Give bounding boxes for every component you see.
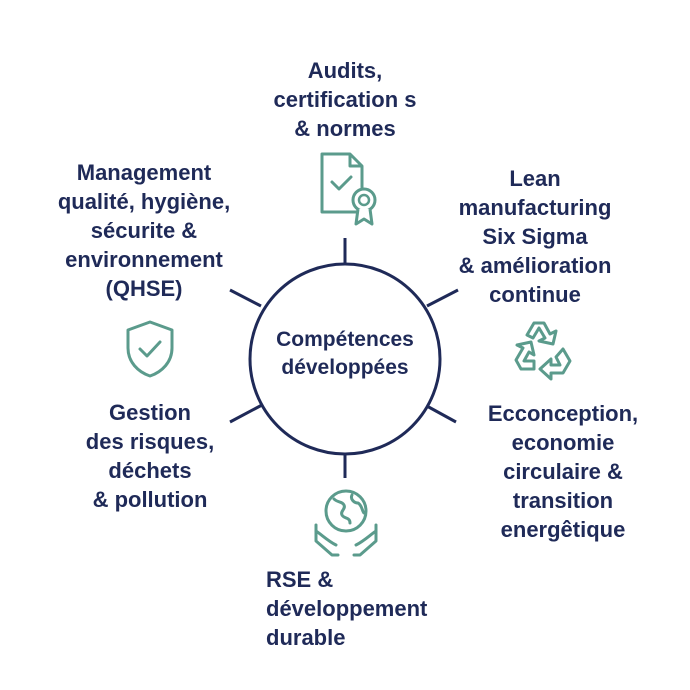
node-audits-line: certification s xyxy=(273,87,417,112)
spoke-top-left xyxy=(229,288,262,308)
node-eco-line: transition xyxy=(512,488,614,513)
node-rse-line: développement xyxy=(266,596,428,621)
node-eco-line: energêtique xyxy=(500,517,626,542)
center-line-2: développées xyxy=(281,356,409,379)
recycle-icon xyxy=(514,321,572,381)
node-lean: Lean manufacturing Six Sigma & améliorat… xyxy=(420,164,650,309)
center-circle xyxy=(248,262,442,456)
node-qhse-line: sécurite & xyxy=(90,218,198,243)
node-lean-line: continue xyxy=(489,282,581,307)
node-risques: Gestion des risques, déchets & pollution xyxy=(60,398,240,514)
node-audits-line: & normes xyxy=(294,116,396,141)
certificate-icon xyxy=(320,152,377,226)
spoke-bottom-right xyxy=(424,403,457,424)
center-title: Compétences développées xyxy=(245,326,445,382)
node-lean-line: & amélioration xyxy=(458,253,612,278)
globe-hands-icon xyxy=(314,489,378,557)
node-qhse-line: environnement xyxy=(65,247,223,272)
node-rse-line: durable xyxy=(266,625,346,650)
node-risques-line: déchets xyxy=(108,458,192,483)
node-qhse: Management qualité, hygiène, sécurite & … xyxy=(30,158,258,303)
node-qhse-line: (QHSE) xyxy=(105,276,183,301)
node-qhse-line: qualité, hygiène, xyxy=(57,189,231,214)
node-lean-line: manufacturing xyxy=(458,195,612,220)
node-rse-line: RSE & xyxy=(266,567,334,592)
node-eco-line: economie xyxy=(511,430,615,455)
node-lean-line: Six Sigma xyxy=(482,224,588,249)
shield-check-icon xyxy=(126,320,174,378)
node-eco-line: circulaire & xyxy=(503,459,623,484)
node-qhse-line: Management xyxy=(76,160,212,185)
node-risques-line: & pollution xyxy=(92,487,208,512)
node-lean-line: Lean xyxy=(509,166,561,191)
node-rse: RSE & développement durable xyxy=(266,565,486,652)
center-line-1: Compétences xyxy=(276,328,414,351)
node-risques-line: des risques, xyxy=(85,429,215,454)
node-eco-line: Ecconception, xyxy=(487,401,639,426)
node-ecoconception: Ecconception, economie circulaire & tran… xyxy=(448,399,678,544)
node-audits: Audits, certification s & normes xyxy=(225,56,465,143)
spoke-top-right xyxy=(426,288,459,308)
node-risques-line: Gestion xyxy=(109,400,191,425)
spoke-bottom-left xyxy=(229,403,263,424)
node-audits-line: Audits, xyxy=(307,58,383,83)
